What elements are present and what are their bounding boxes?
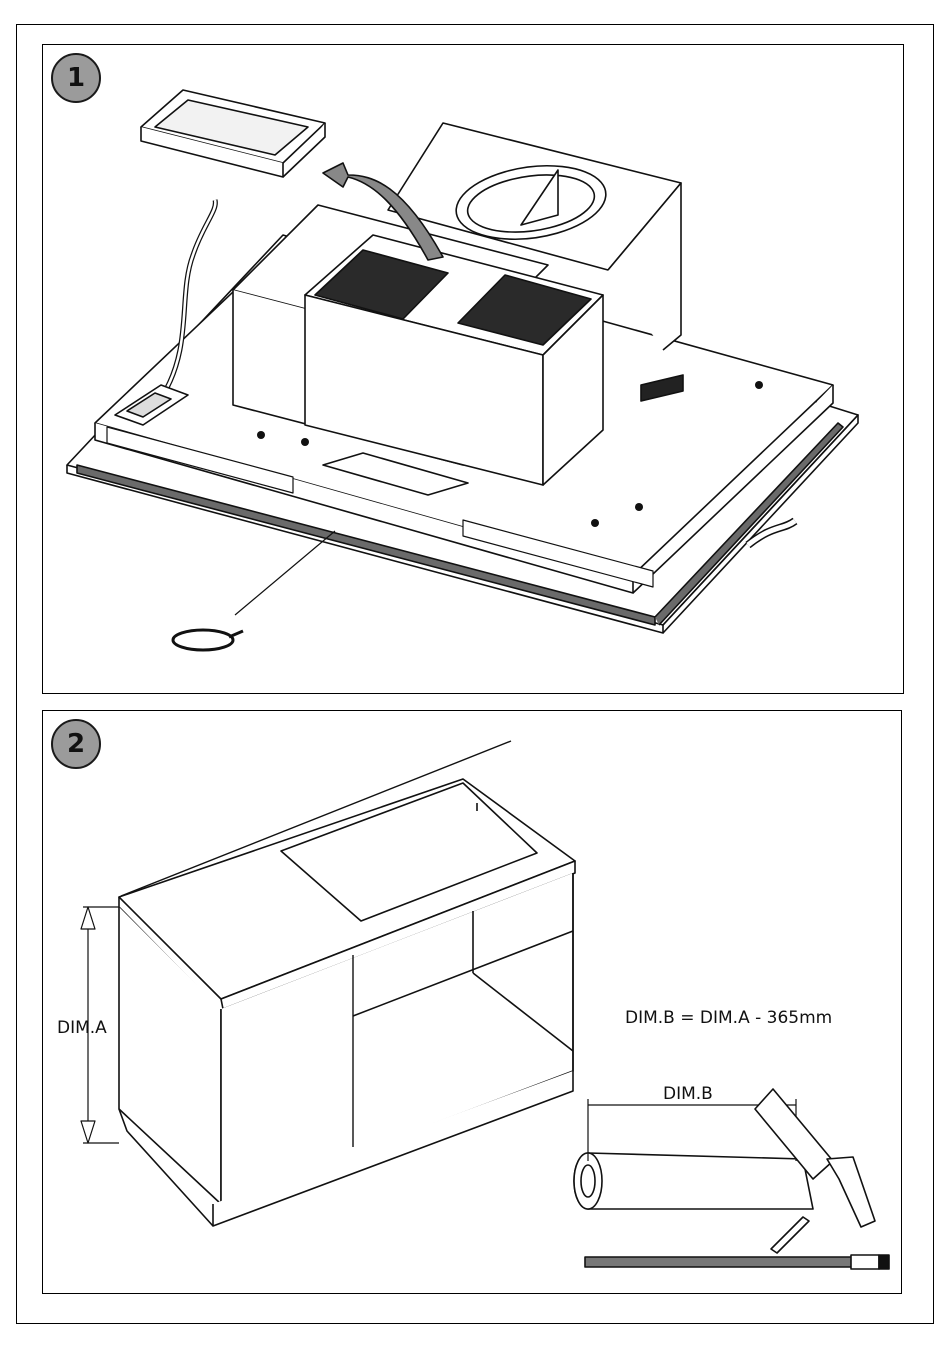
step-number-badge: 2	[51, 719, 101, 769]
duct-pipe	[574, 1153, 813, 1209]
step-1-panel: 1	[42, 44, 904, 694]
step-number-badge: 1	[51, 53, 101, 103]
leader-line	[235, 531, 335, 615]
step-number: 2	[67, 729, 85, 759]
hob-hood-illustration	[43, 45, 904, 694]
measuring-tape	[585, 1255, 889, 1269]
step-number: 1	[67, 63, 85, 93]
step-2-panel: DIM.A DIM.B DIM.B = DIM.A - 365mm 2	[42, 710, 902, 1294]
dim-a-label: DIM.A	[57, 1018, 107, 1038]
dimension-formula: DIM.B = DIM.A - 365mm	[625, 1008, 832, 1028]
cabinet-measurement-illustration: DIM.A DIM.B DIM.B = DIM.A - 365mm	[43, 711, 902, 1294]
coiled-gasket	[173, 630, 233, 650]
pencil-icon	[771, 1217, 809, 1253]
dim-b-label: DIM.B	[663, 1084, 713, 1104]
removed-filter	[141, 90, 325, 177]
